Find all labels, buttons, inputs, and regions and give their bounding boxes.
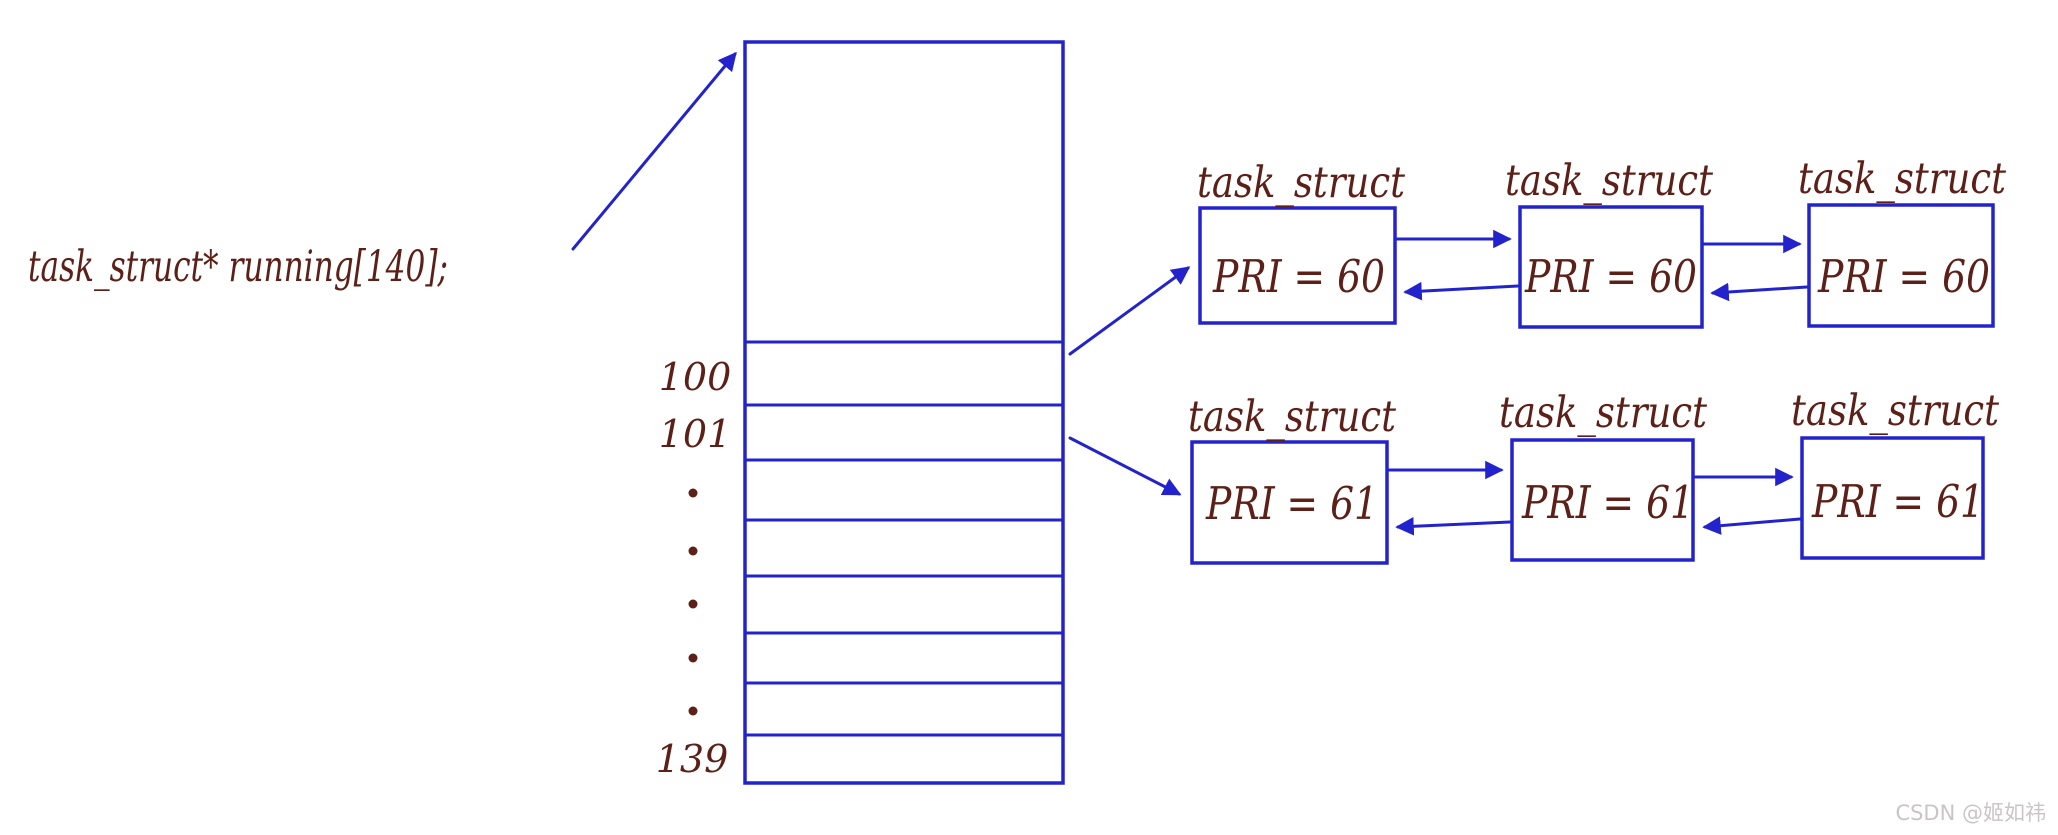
row100-to-list-arrow [1068,266,1191,356]
row-index-101: 101 [659,412,732,456]
declaration-to-array-arrow [571,51,737,251]
ellipsis-dot [688,488,698,498]
pri-value-text: PRI = 60 [1524,250,1697,303]
prev-pointer-arrow [1710,282,1809,302]
priority-array [743,40,1065,785]
ellipsis-dot [688,546,698,556]
row101-to-list-arrow [1068,436,1182,496]
pri-value-text: PRI = 61 [1205,477,1378,530]
array-declaration-text: task_struct* running[140]; [28,242,448,292]
row-index-139: 139 [656,737,729,781]
ellipsis-dot [688,706,698,716]
row-index-100: 100 [659,355,732,399]
task-struct-label: task_struct [1499,388,1708,438]
task-struct-label: task_struct [1197,158,1406,208]
task-node-box [1807,203,1995,328]
ellipsis-dot [688,599,698,609]
blue-line-layer [571,40,1995,785]
pri-value-text: PRI = 61 [1811,475,1984,528]
task-struct-label: task_struct [1188,392,1397,442]
task-list-pri60 [1198,203,1995,329]
ellipsis-dot [688,653,698,663]
csdn-watermark: CSDN @姬如祎 [1895,801,2046,825]
pri-value-text: PRI = 61 [1521,476,1694,529]
task-struct-label: task_struct [1798,154,2007,204]
ink-text-layer: task_struct* running[140]; 100 101 139 t… [28,154,2007,781]
task-struct-label: task_struct [1791,386,2000,436]
pri-value-text: PRI = 60 [1817,250,1990,303]
task-node-box [1510,438,1695,562]
prev-pointer-arrow [1702,516,1802,535]
task-node-box [1190,440,1389,565]
task-node-box [1198,206,1397,325]
task-struct-label: task_struct [1505,156,1714,206]
task-list-pri61 [1190,436,1985,565]
prev-pointer-arrow [1395,517,1512,536]
prev-pointer-arrow [1403,281,1520,301]
task-node-box [1518,205,1704,329]
task-node-box [1800,436,1985,560]
row-ellipsis-dots [688,488,698,716]
priority-array-outline [743,40,1065,785]
pri-value-text: PRI = 60 [1212,250,1385,303]
